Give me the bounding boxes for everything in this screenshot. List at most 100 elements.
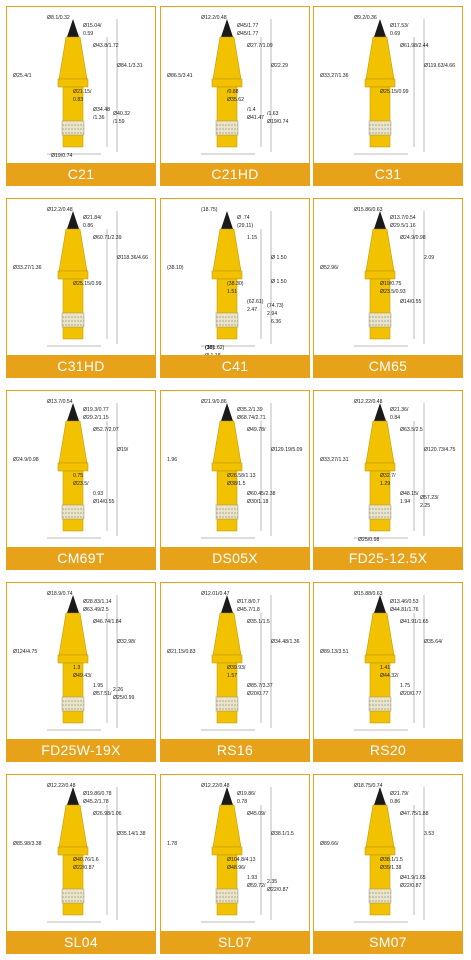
carbide-tip [374, 211, 386, 229]
carbide-tip [374, 19, 386, 37]
pick-collar [211, 270, 243, 280]
dimension-label: Ø19/0.74 [267, 119, 288, 125]
dimension-label: 6.36 [271, 319, 281, 325]
dimension-label: (38.30) [227, 281, 244, 287]
retainer-sleeve [61, 888, 85, 904]
pick-shank [62, 470, 84, 532]
dimension-label: Ø21.15/ [73, 89, 92, 95]
dimension-label: Ø35.64/ [424, 639, 443, 645]
dimension-label: 1.75 [400, 683, 410, 689]
dimension-label: Ø22/0.87 [400, 883, 421, 889]
pick-drawing [354, 787, 425, 923]
product-name: FD25W-19X [7, 739, 155, 761]
dimension-label: (38.10) [167, 265, 184, 271]
dimension-label: /1.59 [113, 119, 125, 125]
dimension-label: Ø12.22/0.48 [354, 399, 383, 405]
pick-head [365, 420, 395, 464]
dimension-label: Ø19/0.75 [380, 281, 401, 287]
pick-shank [62, 86, 84, 148]
dimension-label: Ø46.74/1.84 [93, 619, 122, 625]
dimension-label: Ø21.15/0.83 [167, 649, 196, 655]
dimension-label: 3.53 [424, 831, 434, 837]
technical-drawing: Ø21.9/0.86Ø35.2/1.39Ø68.74/2.71Ø49.78/1.… [167, 399, 303, 539]
dimension-label: Ø89.66/ [320, 841, 339, 847]
dimension-label: Ø34.48 [93, 107, 110, 113]
dimension-label: 1.94 [400, 499, 410, 505]
dimension-label: Ø33.27/1.36 [13, 265, 42, 271]
pick-head [58, 420, 88, 464]
dimension-label: Ø104.8/4.13 [227, 857, 256, 863]
dimension-label: Ø19.86/ [237, 791, 256, 797]
dimension-label: 1.96 [167, 457, 177, 463]
pick-head [365, 804, 395, 848]
dimension-label: Ø12.22/0.48 [201, 783, 230, 789]
retainer-sleeve [368, 312, 392, 328]
dimension-label: Ø57.23/ [420, 495, 439, 501]
dimension-label: 1.29 [380, 481, 390, 487]
dimension-label: 0.86 [83, 223, 93, 229]
dimension-label: Ø44.32/ [380, 673, 399, 679]
pick-collar [211, 462, 243, 472]
dimension-label: Ø39.93/ [227, 665, 246, 671]
dimension-label: (38) [205, 345, 214, 351]
pick-shank [62, 662, 84, 724]
dimension-label: 1.41 [380, 665, 390, 671]
dimension-label: Ø47.75/1.88 [400, 811, 429, 817]
product-name: DS05X [161, 547, 309, 569]
dimension-label: Ø12.01/0.47 [201, 591, 230, 597]
carbide-tip [221, 19, 233, 37]
pick-shank [216, 86, 238, 148]
technical-drawing: Ø15.86/0.63Ø13.7/0.54Ø29.5/1.16Ø24.9/0.9… [320, 207, 434, 347]
pick-shank [216, 278, 238, 340]
dimension-label: (161.62) [205, 345, 225, 351]
dimension-label: Ø24.9/0.98 [13, 457, 39, 463]
dimension-label: Ø24.9/0.98 [400, 235, 426, 241]
dimension-label: Ø .74 [237, 215, 250, 221]
carbide-tip [67, 403, 79, 421]
dimension-label: (29.11) [237, 223, 253, 229]
dimension-label: Ø41.47 [247, 115, 264, 121]
dimension-label: Ø85.98/3.38 [13, 841, 42, 847]
retainer-sleeve [368, 888, 392, 904]
product-name: FD25-12.5X [314, 547, 462, 569]
dimension-label: Ø35.2/1.39 [237, 407, 263, 413]
dimension-label: 0.86 [390, 799, 400, 805]
pick-shank [369, 278, 391, 340]
dimension-label: Ø25.15/0.99 [73, 281, 102, 287]
dimension-label: Ø19/ [117, 447, 129, 453]
dimension-label: Ø28.83/1.14 [83, 599, 112, 605]
dimension-label: Ø60.45/2.38 [247, 491, 276, 497]
pick-head [58, 228, 88, 272]
technical-drawing: Ø12.22/0.48Ø19.86/0.78Ø45.2/1.78Ø26.98/1… [13, 783, 146, 923]
technical-drawing: (18.75)Ø .74(29.11)1.15(38.10)Ø 1.50(38.… [167, 207, 287, 357]
pick-collar [364, 654, 396, 664]
dimension-label: 1.15 [247, 235, 257, 241]
pick-drawing [47, 211, 118, 347]
dimension-label: Ø21.9/0.86 [201, 399, 227, 405]
dimension-label: Ø21.79/ [390, 791, 409, 797]
product-name: RS16 [161, 739, 309, 761]
dimension-label: Ø21.84/ [83, 215, 102, 221]
pick-head [58, 612, 88, 656]
dimension-label: Ø 1.50 [271, 255, 287, 261]
dimension-label: Ø20/0.77 [247, 691, 268, 697]
pick-shank [369, 662, 391, 724]
dimension-label: Ø38/1.5 [227, 481, 246, 487]
dimension-label: Ø23.5/ [73, 481, 89, 487]
pick-shank [216, 662, 238, 724]
dimension-label: Ø49.78/ [247, 427, 266, 433]
dimension-label: Ø25/0.99 [113, 695, 134, 701]
retainer-sleeve [61, 120, 85, 136]
dimension-label: Ø25.15/0.99 [380, 89, 409, 95]
dimension-label: Ø33.27/1.31 [320, 457, 349, 463]
dimension-label: Ø35/1.38 [380, 865, 401, 871]
carbide-tip [221, 595, 233, 613]
product-name: SL07 [161, 931, 309, 953]
retainer-sleeve [61, 312, 85, 328]
dimension-label: Ø19/0.74 [51, 153, 72, 159]
